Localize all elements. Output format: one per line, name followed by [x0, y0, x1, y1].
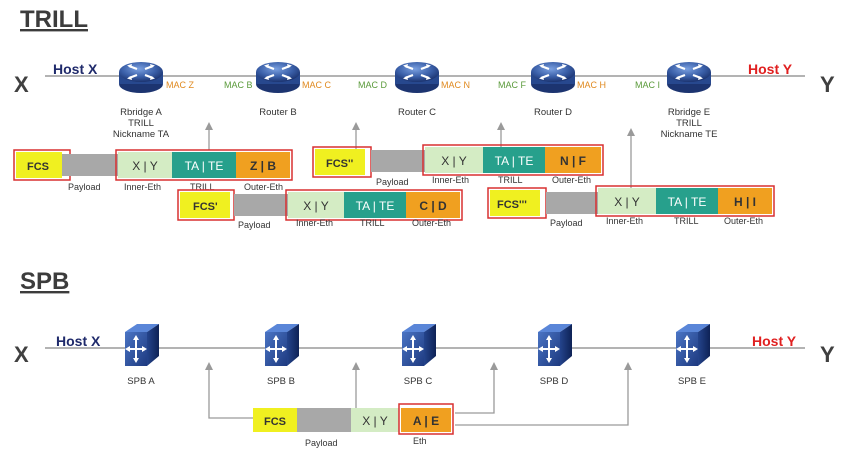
outer-eth-label: Outer-Eth — [244, 182, 283, 192]
fcs-label: FCS — [264, 416, 286, 428]
spb-endpoint-x: X — [14, 342, 29, 367]
payload-label: Payload — [550, 218, 583, 228]
trill-frame-1: FCS X | Y TA | TE Z | B Payload Inner-Et… — [13, 149, 293, 192]
mac-label: MAC B — [224, 80, 253, 90]
router-d-router-icon — [529, 60, 577, 95]
node-label: SPB B — [267, 376, 295, 387]
inner-eth-value: X | Y — [614, 195, 640, 209]
trill-value: TA | TE — [185, 159, 224, 173]
spb-section-title: SPB — [20, 268, 69, 295]
rbridge-e-router-icon — [665, 60, 713, 95]
spb-b-switch-icon — [264, 323, 300, 367]
trill-host-x: Host X — [53, 61, 98, 77]
mac-label: MAC D — [358, 80, 388, 90]
payload-label: Payload — [305, 438, 338, 448]
trill-frame-4: FCS''' X | Y TA | TE H | I Payload Inner… — [487, 185, 775, 228]
mac-label: MAC Z — [166, 80, 195, 90]
node-label: TRILL — [676, 118, 702, 129]
mac-label: MAC C — [302, 80, 332, 90]
node-label: TRILL — [128, 118, 154, 129]
trill-label: TRILL — [498, 175, 523, 185]
outer-eth-value: Z | B — [250, 159, 276, 173]
inner-eth-value: X | Y — [362, 414, 388, 428]
trill-label: TRILL — [674, 216, 699, 226]
fcs-label: FCS — [27, 161, 49, 173]
inner-eth-value: X | Y — [441, 154, 467, 168]
trill-endpoint-x: X — [14, 72, 29, 97]
payload-label: Payload — [68, 182, 101, 192]
rbridge-a-router-icon — [117, 60, 165, 95]
node-label: Rbridge A — [120, 107, 162, 118]
trill-value: TA | TE — [495, 154, 534, 168]
outer-eth-label: Outer-Eth — [552, 175, 591, 185]
inner-eth-label: Inner-Eth — [432, 175, 469, 185]
node-label: SPB C — [404, 376, 433, 387]
trill-section-title: TRILL — [20, 6, 88, 33]
payload-label: Payload — [238, 220, 271, 230]
spb-c-switch-icon — [401, 323, 437, 367]
trill-label: TRILL — [190, 182, 215, 192]
spb-arrow — [208, 368, 253, 419]
spb-e-switch-icon — [675, 323, 711, 367]
inner-eth-label: Inner-Eth — [606, 216, 643, 226]
spb-endpoint-y: Y — [820, 342, 835, 367]
payload-label: Payload — [376, 177, 409, 187]
inner-eth-label: Inner-Eth — [296, 218, 333, 228]
eth-label: Eth — [413, 436, 427, 446]
spb-d-switch-icon — [537, 323, 573, 367]
node-label: Nickname TE — [661, 129, 718, 140]
inner-eth-value: X | Y — [132, 159, 158, 173]
node-label: SPB E — [678, 376, 706, 387]
fcs-label: FCS''' — [497, 199, 527, 211]
spb-arrow — [455, 368, 495, 414]
trill-label: TRILL — [360, 218, 385, 228]
spb-a-switch-icon — [124, 323, 160, 367]
trill-endpoint-y: Y — [820, 72, 835, 97]
node-label: Router C — [398, 107, 436, 118]
outer-eth-value: H | I — [734, 195, 756, 209]
router-c-router-icon — [393, 60, 441, 95]
spb-host-x: Host X — [56, 333, 101, 349]
outer-eth-value: N | F — [560, 154, 586, 168]
spb-host-y: Host Y — [752, 333, 797, 349]
trill-value: TA | TE — [356, 199, 395, 213]
mac-label: MAC I — [635, 80, 660, 90]
fcs-label: FCS'' — [326, 158, 354, 170]
outer-eth-label: Outer-Eth — [724, 216, 763, 226]
eth-value: A | E — [413, 414, 439, 428]
spb-frame: FCS X | Y A | E Payload Eth — [253, 403, 454, 448]
node-label: Nickname TA — [113, 129, 170, 140]
router-b-router-icon — [254, 60, 302, 95]
spb-arrow — [455, 368, 629, 426]
node-label: Router D — [534, 107, 572, 118]
trill-frame-3: FCS'' X | Y TA | TE N | F Payload Inner-… — [312, 144, 604, 187]
outer-eth-label: Outer-Eth — [412, 218, 451, 228]
mac-label: MAC H — [577, 80, 606, 90]
fcs-label: FCS' — [193, 201, 218, 213]
node-label: Rbridge E — [668, 107, 710, 118]
outer-eth-value: C | D — [419, 199, 447, 213]
mac-label: MAC N — [441, 80, 470, 90]
node-label: Router B — [259, 107, 297, 118]
node-label: SPB D — [540, 376, 569, 387]
trill-host-y: Host Y — [748, 61, 793, 77]
inner-eth-value: X | Y — [303, 199, 329, 213]
trill-value: TA | TE — [668, 195, 707, 209]
trill-frame-2: FCS' X | Y TA | TE C | D Payload Inner-E… — [177, 189, 463, 230]
inner-eth-label: Inner-Eth — [124, 182, 161, 192]
node-label: SPB A — [127, 376, 155, 387]
mac-label: MAC F — [498, 80, 527, 90]
